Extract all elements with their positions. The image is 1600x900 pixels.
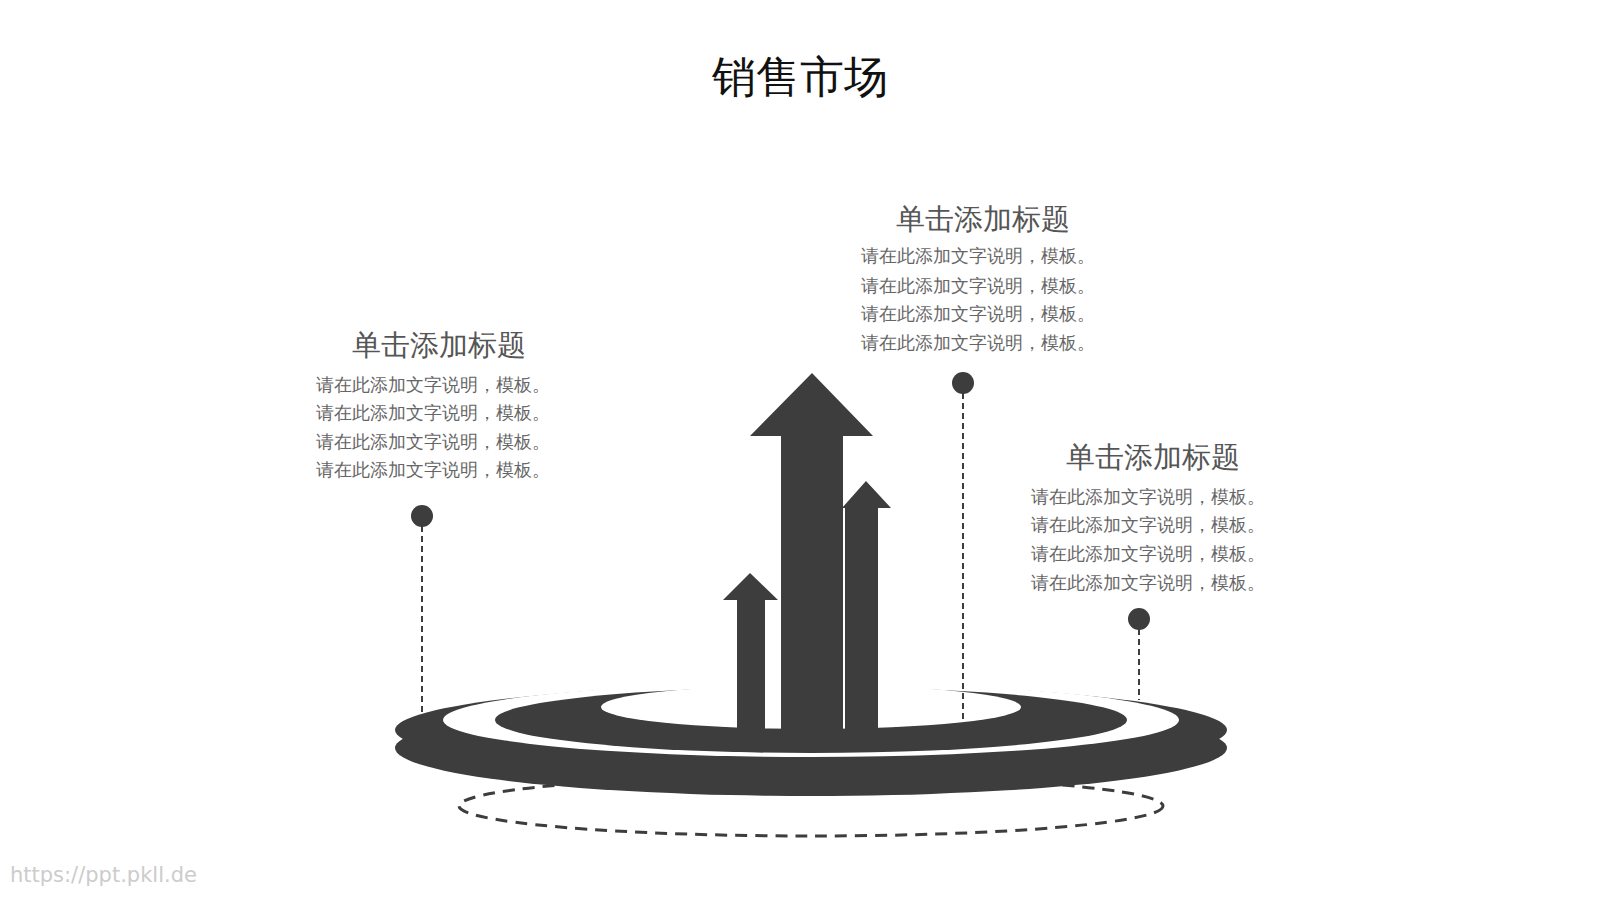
callout-body: 请在此添加文字说明，模板。: [316, 402, 550, 424]
callout-dot: [1128, 608, 1150, 630]
medium-arrow: [842, 481, 891, 733]
callout-body: 请在此添加文字说明，模板。: [861, 275, 1095, 297]
leader-line: [421, 516, 423, 722]
callout-body: 请在此添加文字说明，模板。: [861, 245, 1095, 267]
small-arrow: [723, 573, 778, 739]
leader-line: [962, 383, 964, 730]
slide-title: 销售市场: [712, 51, 888, 104]
callout-body: 请在此添加文字说明，模板。: [861, 303, 1095, 325]
callout-body: 请在此添加文字说明，模板。: [1031, 543, 1265, 565]
callout-heading: 单击添加标题: [896, 202, 1070, 237]
callout-dot: [411, 505, 433, 527]
callout-body: 请在此添加文字说明，模板。: [861, 332, 1095, 354]
leader-line: [1138, 619, 1140, 700]
callout-body: 请在此添加文字说明，模板。: [316, 459, 550, 481]
callout-body: 请在此添加文字说明，模板。: [316, 431, 550, 453]
callout-body: 请在此添加文字说明，模板。: [1031, 572, 1265, 594]
callout-heading: 单击添加标题: [1066, 440, 1240, 475]
callout-heading: 单击添加标题: [352, 328, 526, 363]
watermark: https://ppt.pkll.de: [10, 863, 197, 888]
callout-body: 请在此添加文字说明，模板。: [1031, 514, 1265, 536]
callout-dot: [952, 372, 974, 394]
large-arrow: [750, 373, 873, 748]
callout-body: 请在此添加文字说明，模板。: [316, 374, 550, 396]
callout-body: 请在此添加文字说明，模板。: [1031, 486, 1265, 508]
